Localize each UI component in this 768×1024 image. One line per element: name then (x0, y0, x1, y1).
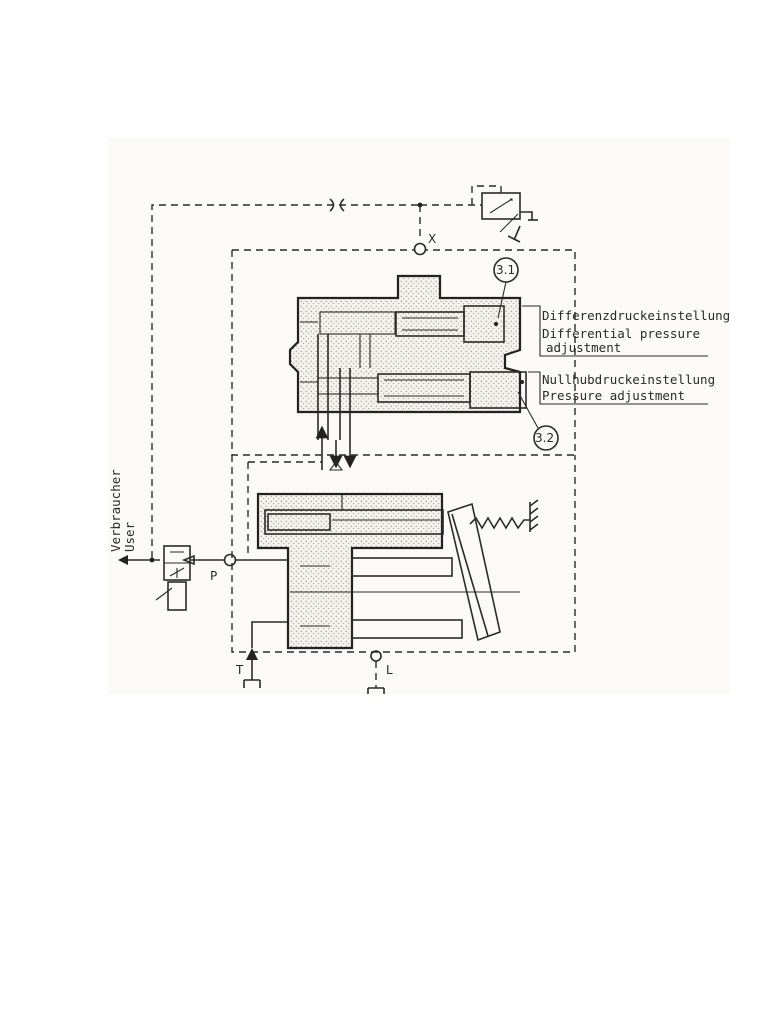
callout-3-1-label: 3.1 (496, 263, 515, 277)
user-label-en: User (122, 521, 137, 552)
user-arrow-icon (118, 555, 128, 565)
user-label-de: Verbraucher (108, 469, 123, 552)
controller-frame (231, 249, 576, 456)
pump-body (256, 492, 539, 650)
port-t: T (235, 621, 288, 688)
zerostroke-label-en: Pressure adjustment (542, 388, 685, 403)
differential-label-en-2: adjustment (546, 340, 621, 355)
callout-3-1: 3.1 (493, 257, 519, 319)
orifice-icon (329, 198, 335, 212)
zerostroke-label-de: Nullhubdruckeinstellung (542, 372, 715, 387)
controller-body (288, 274, 527, 440)
callout-3-2: 3.2 (517, 391, 559, 451)
directional-valve-icon (155, 545, 191, 611)
differential-label-en-1: Differential pressure (542, 326, 700, 341)
main-line: P (118, 553, 288, 583)
port-x: X (413, 232, 436, 256)
flow-arrows (315, 425, 357, 471)
port-x-label: X (428, 232, 436, 246)
remote-relief-valve-icon (471, 185, 538, 243)
differential-label-de: Differenzdruckeinstellung (542, 308, 730, 323)
callout-3-2-label: 3.2 (535, 431, 554, 445)
pump-frame (231, 455, 576, 653)
scanned-figure (108, 138, 730, 694)
port-l-label: L (386, 663, 393, 677)
port-p (223, 553, 237, 567)
port-t-label: T (235, 663, 244, 677)
port-p-label: P (210, 569, 217, 583)
port-l: L (367, 650, 393, 694)
